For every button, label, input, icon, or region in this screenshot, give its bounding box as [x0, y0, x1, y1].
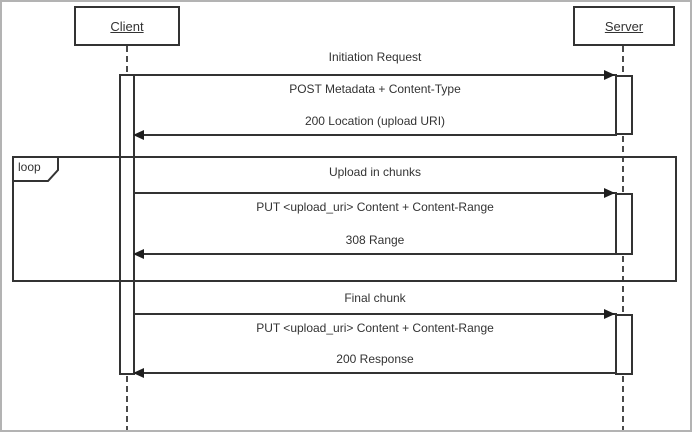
- actor-box-server: Server: [573, 6, 675, 46]
- response-message-label: 308 Range: [345, 233, 405, 247]
- request-arrowhead-icon: [604, 70, 615, 80]
- message-title: Initiation Request: [328, 50, 422, 64]
- request-arrowhead-icon: [604, 309, 615, 319]
- response-arrowhead-icon: [133, 249, 144, 259]
- request-arrow-line: [133, 74, 617, 76]
- request-message-label: PUT <upload_uri> Content + Content-Range: [256, 321, 494, 335]
- response-message-label: 200 Response: [336, 352, 414, 366]
- response-message-label: 200 Location (upload URI): [304, 114, 446, 128]
- loop-operator-label: loop: [18, 160, 41, 174]
- request-arrowhead-icon: [604, 188, 615, 198]
- message-title: Final chunk: [344, 291, 406, 305]
- server-activation-bar-initiation: [615, 75, 633, 135]
- request-arrow-line: [133, 192, 617, 194]
- response-arrowhead-icon: [133, 130, 144, 140]
- response-arrow-line: [133, 372, 617, 374]
- actor-label-client: Client: [110, 18, 144, 34]
- actor-box-client: Client: [74, 6, 180, 46]
- server-activation-bar-final: [615, 314, 633, 375]
- loop-fragment-frame: [12, 156, 677, 282]
- request-message-label: POST Metadata + Content-Type: [289, 82, 461, 96]
- response-arrowhead-icon: [133, 368, 144, 378]
- server-activation-bar-loop: [615, 193, 633, 255]
- request-message-label: PUT <upload_uri> Content + Content-Range: [256, 200, 494, 214]
- loop-operator-tab: [12, 156, 59, 182]
- client-activation-bar: [119, 74, 135, 375]
- actor-label-server: Server: [604, 18, 644, 34]
- message-title: Upload in chunks: [328, 165, 422, 179]
- request-arrow-line: [133, 313, 617, 315]
- response-arrow-line: [133, 253, 617, 255]
- response-arrow-line: [133, 134, 617, 136]
